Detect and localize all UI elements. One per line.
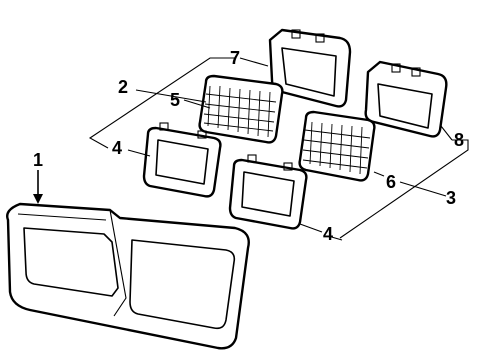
callout-labels: 1 2 5 7 4 8 6 3 4 [33, 48, 464, 244]
headlamp-unit-left [198, 74, 284, 144]
headlamp-bezel [6, 202, 250, 350]
callout-6: 6 [386, 172, 396, 192]
leader-lines [33, 89, 447, 233]
callout-2: 2 [118, 77, 128, 97]
callout-1: 1 [33, 150, 43, 170]
headlamp-unit-right [298, 110, 376, 182]
mounting-bracket-right [364, 60, 448, 138]
mounting-bracket-upper [268, 28, 352, 108]
callout-5: 5 [170, 90, 180, 110]
retaining-ring-right [228, 154, 308, 230]
callout-7: 7 [230, 48, 240, 68]
callout-4-upper: 4 [112, 138, 122, 158]
callout-8: 8 [454, 130, 464, 150]
callout-3: 3 [446, 188, 456, 208]
callout-4-lower: 4 [323, 224, 333, 244]
retaining-ring-left [142, 122, 222, 198]
